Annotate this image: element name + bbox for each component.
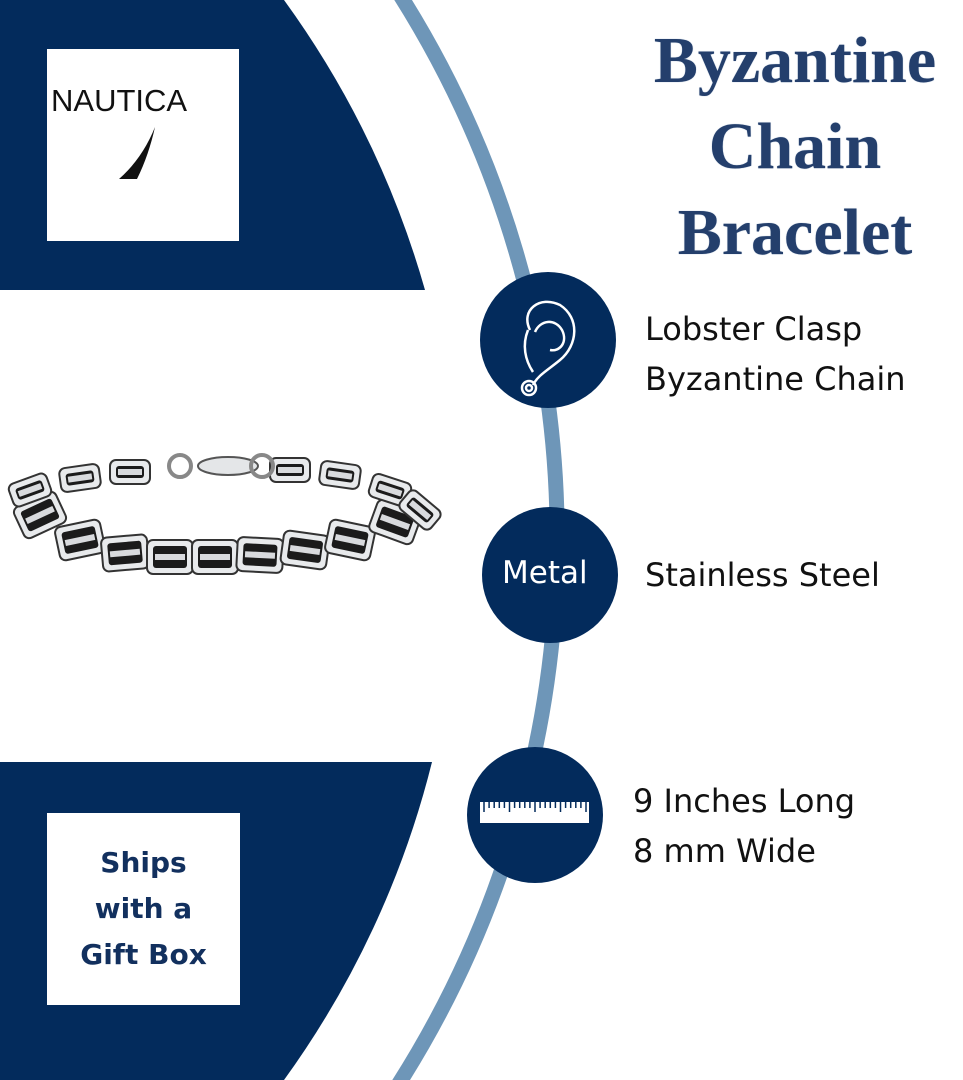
product-title: Byzantine Chain Bracelet bbox=[620, 18, 963, 276]
feature-size: 9 Inches Long 8 mm Wide bbox=[633, 776, 855, 876]
bracelet-image bbox=[7, 453, 442, 575]
sail-icon bbox=[119, 127, 155, 179]
chain-link bbox=[398, 489, 442, 531]
feature-line: Lobster Clasp bbox=[645, 310, 863, 348]
chain-link bbox=[109, 459, 151, 485]
lobster-clasp-icon bbox=[520, 300, 576, 397]
chain-link bbox=[191, 539, 239, 575]
chain-link bbox=[100, 533, 150, 573]
metal-circle bbox=[482, 507, 618, 643]
bracelet-clasp bbox=[167, 453, 275, 479]
title-line: Bracelet bbox=[677, 196, 913, 269]
nautica-logo: NAUTICA bbox=[47, 49, 239, 241]
feature-line: Stainless Steel bbox=[645, 556, 880, 594]
chain-link bbox=[58, 463, 102, 493]
chain-link bbox=[7, 472, 53, 508]
title-line: Byzantine bbox=[653, 24, 937, 97]
chain-link bbox=[318, 460, 362, 490]
feature-line: 9 Inches Long bbox=[633, 782, 856, 820]
feature-line: Byzantine Chain bbox=[645, 360, 906, 398]
gift-line: Gift Box bbox=[80, 938, 207, 971]
metal-label: Metal bbox=[502, 555, 588, 591]
feature-line: 8 mm Wide bbox=[633, 832, 816, 870]
chain-link bbox=[235, 536, 285, 574]
gift-line: Ships bbox=[100, 846, 187, 879]
feature-metal: Stainless Steel bbox=[645, 550, 880, 600]
gift-line: with a bbox=[94, 892, 193, 925]
chain-link bbox=[324, 518, 376, 562]
chain-link bbox=[367, 472, 413, 508]
title-line: Chain bbox=[708, 110, 882, 183]
chain-link bbox=[279, 529, 331, 571]
chain-link bbox=[54, 518, 106, 562]
ruler-icon bbox=[480, 802, 589, 823]
chain-link bbox=[269, 457, 311, 483]
gift-box-badge: Ships with a Gift Box bbox=[47, 813, 240, 1005]
logo-text: NAUTICA bbox=[51, 83, 188, 118]
clasp-circle bbox=[480, 272, 616, 408]
chain-link bbox=[146, 539, 194, 575]
feature-clasp: Lobster Clasp Byzantine Chain bbox=[645, 304, 906, 404]
